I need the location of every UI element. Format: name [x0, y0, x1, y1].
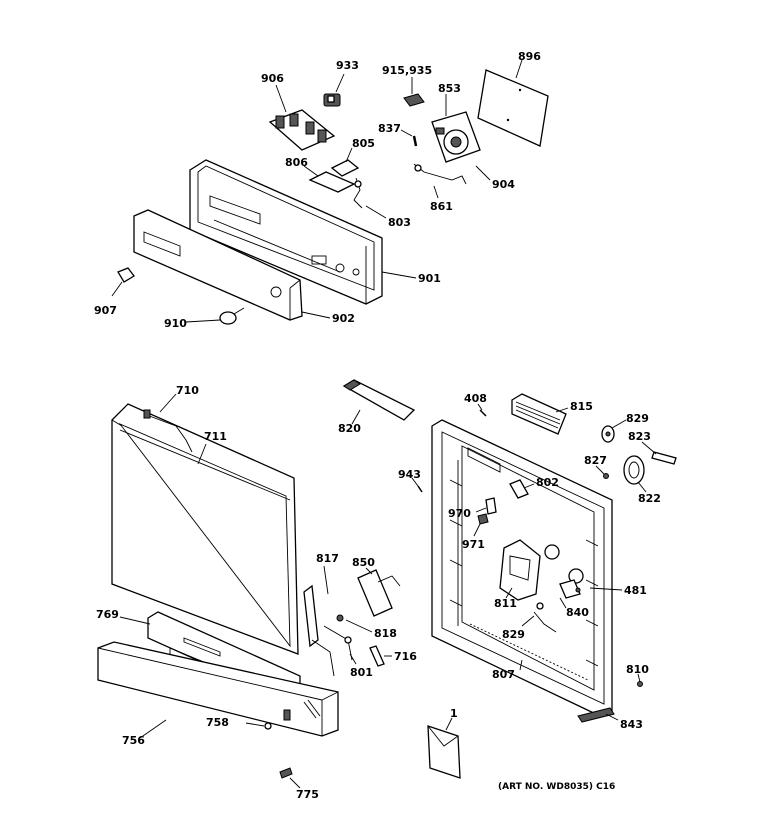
part-815-vent[interactable] — [511, 393, 567, 435]
label-822: 822 — [638, 492, 661, 505]
part-818[interactable] — [336, 614, 344, 622]
part-901-control-panel[interactable] — [189, 159, 383, 305]
label-710: 710 — [176, 384, 199, 397]
label-818: 818 — [374, 627, 397, 640]
part-829-bottom[interactable] — [533, 602, 557, 633]
label-716: 716 — [394, 650, 417, 663]
part-801-link[interactable] — [323, 625, 353, 661]
label-758: 758 — [206, 716, 229, 729]
label-971: 971 — [462, 538, 485, 551]
label-829-top: 829 — [626, 412, 649, 425]
part-710-seal[interactable] — [143, 409, 193, 453]
part-910-knob[interactable] — [219, 307, 245, 325]
label-815: 815 — [570, 400, 593, 413]
label-901: 901 — [418, 272, 441, 285]
part-933[interactable] — [323, 93, 341, 107]
label-861: 861 — [430, 200, 453, 213]
part-820-handle[interactable] — [342, 379, 416, 421]
label-801: 801 — [350, 666, 373, 679]
part-802[interactable] — [509, 479, 529, 499]
label-837: 837 — [378, 122, 401, 135]
art-number: (ART NO. WD8035) C16 — [498, 782, 615, 792]
part-810[interactable] — [637, 681, 643, 687]
part-829-top[interactable] — [601, 425, 615, 443]
part-915-935[interactable] — [403, 93, 425, 107]
part-756-kickplate[interactable] — [97, 641, 339, 737]
part-758[interactable] — [264, 722, 272, 730]
part-850-plate[interactable] — [357, 569, 401, 617]
part-907-knob[interactable] — [117, 267, 135, 283]
part-805[interactable] — [330, 159, 360, 177]
label-970: 970 — [448, 507, 471, 520]
label-756: 756 — [122, 734, 145, 747]
part-837[interactable] — [412, 135, 418, 147]
part-943[interactable] — [417, 485, 423, 493]
label-1: 1 — [450, 707, 458, 720]
label-481: 481 — [624, 584, 647, 597]
label-943: 943 — [398, 468, 421, 481]
label-711: 711 — [204, 430, 227, 443]
part-827[interactable] — [603, 473, 609, 479]
part-716-roller[interactable] — [369, 645, 385, 667]
part-481-840[interactable] — [559, 568, 584, 599]
part-1-literature[interactable] — [427, 725, 461, 779]
label-823: 823 — [628, 430, 651, 443]
part-775[interactable] — [279, 767, 293, 779]
label-902: 902 — [332, 312, 355, 325]
label-910: 910 — [164, 317, 187, 330]
part-408[interactable] — [479, 409, 487, 417]
label-806: 806 — [285, 156, 308, 169]
label-896: 896 — [518, 50, 541, 63]
label-906: 906 — [261, 72, 284, 85]
label-904: 904 — [492, 178, 515, 191]
part-906-switch[interactable] — [268, 109, 336, 151]
label-933: 933 — [336, 59, 359, 72]
part-822-dispenser[interactable] — [623, 455, 645, 485]
label-850: 850 — [352, 556, 375, 569]
part-823[interactable] — [651, 451, 677, 465]
label-853: 853 — [438, 82, 461, 95]
label-769: 769 — [96, 608, 119, 621]
part-817-hinge[interactable] — [303, 584, 335, 677]
label-802: 802 — [536, 476, 559, 489]
label-807: 807 — [492, 668, 515, 681]
part-896-plate[interactable] — [477, 69, 549, 147]
label-803: 803 — [388, 216, 411, 229]
part-803[interactable] — [353, 177, 363, 209]
label-817: 817 — [316, 552, 339, 565]
label-408: 408 — [464, 392, 487, 405]
part-971[interactable] — [477, 513, 489, 525]
label-810: 810 — [626, 663, 649, 676]
label-811: 811 — [494, 597, 517, 610]
part-843-strip[interactable] — [577, 707, 615, 723]
part-711-door-panel[interactable] — [111, 403, 299, 655]
label-820: 820 — [338, 422, 361, 435]
label-829-bottom: 829 — [502, 628, 525, 641]
part-861-bracket[interactable] — [413, 163, 467, 185]
label-827: 827 — [584, 454, 607, 467]
part-811-module[interactable] — [499, 539, 560, 601]
part-970[interactable] — [485, 497, 497, 515]
label-775: 775 — [296, 788, 319, 801]
label-840: 840 — [566, 606, 589, 619]
part-806[interactable] — [308, 171, 356, 193]
part-902-facade[interactable] — [133, 209, 303, 321]
label-907: 907 — [94, 304, 117, 317]
label-915-935: 915,935 — [382, 64, 432, 77]
label-843: 843 — [620, 718, 643, 731]
part-853-timer[interactable] — [431, 111, 481, 163]
label-805: 805 — [352, 137, 375, 150]
